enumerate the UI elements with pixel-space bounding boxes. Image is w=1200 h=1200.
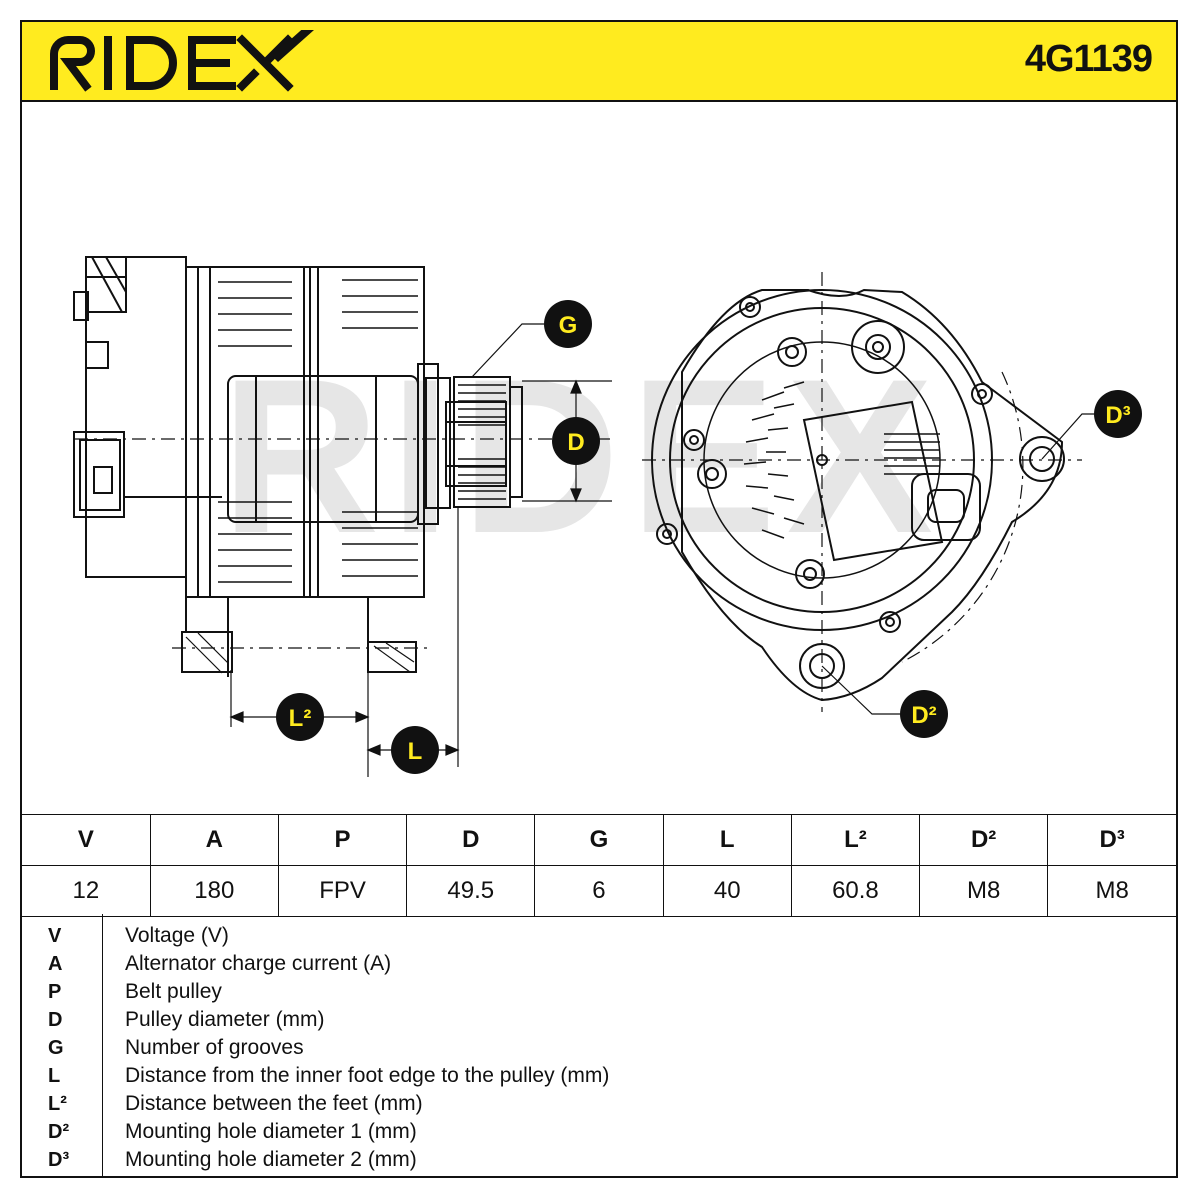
callout-l2: L² xyxy=(276,693,324,741)
specs-table: V A P D G L L² D² D³ 12 180 FPV 49.5 6 4… xyxy=(22,814,1176,917)
legend-divider xyxy=(102,914,103,1178)
specs-header-row: V A P D G L L² D² D³ xyxy=(22,814,1176,866)
callout-d2: D² xyxy=(900,690,948,738)
spec-header: G xyxy=(534,814,664,866)
spec-value: M8 xyxy=(1047,865,1176,917)
callout-g: G xyxy=(544,300,592,348)
legend-item: L² Distance between the feet (mm) xyxy=(22,1090,1176,1118)
alternator-front-view xyxy=(642,272,1096,715)
svg-text:L²: L² xyxy=(289,705,312,732)
legend-item: P Belt pulley xyxy=(22,978,1176,1006)
legend-symbol: V xyxy=(48,925,62,947)
legend-symbol: D² xyxy=(48,1121,70,1143)
legend-item: D Pulley diameter (mm) xyxy=(22,1006,1176,1034)
legend-item: L Distance from the inner foot edge to t… xyxy=(22,1062,1176,1090)
callout-l: L xyxy=(391,726,439,774)
legend-text: Distance between the feet (mm) xyxy=(125,1092,423,1115)
spec-value: 60.8 xyxy=(790,865,921,917)
legend-text: Voltage (V) xyxy=(125,924,229,947)
header-bar: 4G1139 xyxy=(22,22,1176,102)
legend: V Voltage (V) A Alternator charge curren… xyxy=(22,914,1176,1178)
svg-text:D³: D³ xyxy=(1105,402,1130,429)
legend-text: Belt pulley xyxy=(125,980,222,1003)
legend-symbol: D xyxy=(48,1009,63,1031)
spec-value: 12 xyxy=(22,865,151,917)
dimension-lines xyxy=(229,323,612,777)
svg-text:G: G xyxy=(559,312,578,339)
legend-text: Number of grooves xyxy=(125,1036,304,1059)
legend-item: G Number of grooves xyxy=(22,1034,1176,1062)
callout-d: D xyxy=(552,417,600,465)
spec-value: 180 xyxy=(149,865,279,917)
legend-symbol: A xyxy=(48,953,63,975)
datasheet-frame: 4G1139 RIDEX xyxy=(20,20,1178,1178)
spec-value: 40 xyxy=(662,865,792,917)
svg-text:L: L xyxy=(408,738,423,765)
legend-symbol: P xyxy=(48,981,62,1003)
callout-d3: D³ xyxy=(1094,390,1142,438)
legend-symbol: G xyxy=(48,1037,64,1059)
spec-header: D xyxy=(406,814,536,866)
svg-text:D²: D² xyxy=(911,702,936,729)
spec-value: 6 xyxy=(534,865,664,917)
spec-header: V xyxy=(22,814,151,866)
spec-header: L² xyxy=(790,814,921,866)
legend-item: V Voltage (V) xyxy=(22,922,1176,950)
ridex-logo xyxy=(50,30,314,92)
spec-header: A xyxy=(149,814,279,866)
svg-text:D: D xyxy=(567,429,584,456)
spec-header: D³ xyxy=(1047,814,1176,866)
spec-header: L xyxy=(662,814,792,866)
alternator-side-view xyxy=(73,256,612,677)
legend-item: D³ Mounting hole diameter 2 (mm) xyxy=(22,1146,1176,1174)
legend-item: A Alternator charge current (A) xyxy=(22,950,1176,978)
legend-text: Mounting hole diameter 2 (mm) xyxy=(125,1148,417,1171)
spec-value: FPV xyxy=(277,865,408,917)
legend-item: D² Mounting hole diameter 1 (mm) xyxy=(22,1118,1176,1146)
legend-symbol: D³ xyxy=(48,1149,70,1171)
part-number: 4G1139 xyxy=(1024,38,1153,80)
legend-text: Pulley diameter (mm) xyxy=(125,1008,325,1031)
spec-header: P xyxy=(277,814,408,866)
legend-text: Distance from the inner foot edge to the… xyxy=(125,1064,610,1087)
legend-text: Alternator charge current (A) xyxy=(125,952,392,975)
legend-text: Mounting hole diameter 1 (mm) xyxy=(125,1120,417,1143)
legend-symbol: L² xyxy=(48,1093,67,1115)
technical-drawing: RIDEX xyxy=(73,256,1142,777)
legend-symbol: L xyxy=(48,1065,61,1087)
spec-header: D² xyxy=(919,814,1049,866)
spec-value: 49.5 xyxy=(406,865,536,917)
specs-value-row: 12 180 FPV 49.5 6 40 60.8 M8 M8 xyxy=(22,865,1176,917)
spec-value: M8 xyxy=(919,865,1049,917)
